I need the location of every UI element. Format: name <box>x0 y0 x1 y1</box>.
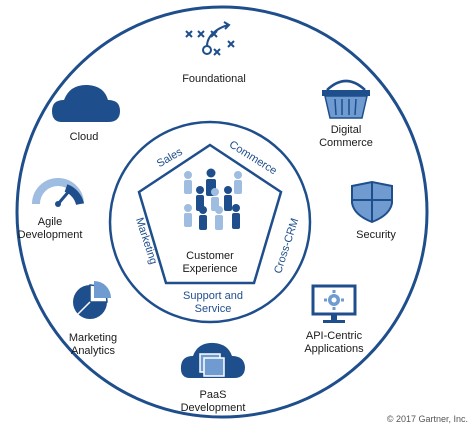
monitor-gear-icon <box>311 284 357 323</box>
label-paas: PaaS Development <box>181 389 246 415</box>
label-commerce: Commerce <box>319 137 373 149</box>
label-digital: Digital <box>330 124 362 136</box>
center-label-line1: Customer <box>186 250 234 262</box>
label-digital-commerce: Digital Commerce <box>319 124 373 150</box>
outer-circle <box>15 5 429 419</box>
label-paas-2: Development <box>180 402 246 414</box>
inner-circle <box>108 120 312 324</box>
label-security: Security <box>356 229 396 241</box>
center-label-customer-experience: Customer Experience <box>170 250 250 276</box>
cloud-icon <box>52 84 120 122</box>
label-api-2: Applications <box>304 343 364 355</box>
copyright-text: © 2017 Gartner, Inc. <box>386 414 468 424</box>
gauge-icon <box>32 178 84 207</box>
label-paas-1: PaaS <box>199 389 227 401</box>
people-icon <box>184 168 242 230</box>
label-agile-2: Development <box>17 229 83 241</box>
ring-label-support-2: Service <box>194 303 232 315</box>
label-api-centric: API-Centric Applications <box>304 330 363 356</box>
label-cloud: Cloud <box>69 131 99 143</box>
shopping-basket-icon <box>322 79 370 119</box>
label-api-1: API-Centric <box>305 330 363 342</box>
label-agile-1: Agile <box>37 216 63 228</box>
ring-label-support-1: Support and <box>183 290 243 302</box>
label-agile-development: Agile Development <box>18 216 83 242</box>
label-foundational: Foundational <box>182 73 246 85</box>
label-ma-2: Analytics <box>70 345 116 357</box>
pie-chart-icon <box>73 281 111 319</box>
play-diagram-icon <box>185 21 235 56</box>
cloud-documents-icon <box>180 342 245 378</box>
shield-icon <box>351 180 393 224</box>
ring-label-support-service: Support and Service <box>170 290 256 316</box>
center-label-line2: Experience <box>182 263 238 275</box>
label-ma-1: Marketing <box>68 332 118 344</box>
label-marketing-analytics: Marketing Analytics <box>69 332 117 358</box>
center-pentagon <box>137 143 283 285</box>
